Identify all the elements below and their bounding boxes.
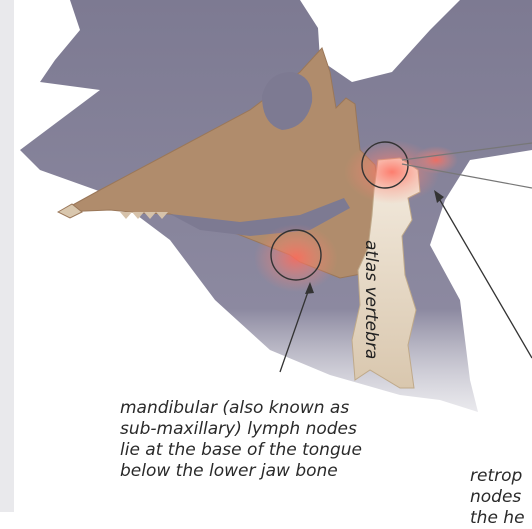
mandibular-node-glow	[254, 224, 338, 292]
retropharyngeal-caption: retrop nodes the he	[470, 466, 525, 529]
left-page-strip	[0, 0, 14, 512]
mandibular-caption: mandibular (also known as sub-maxillary)…	[120, 398, 362, 482]
atlas-vertebra-label: atlas vertebra	[361, 240, 381, 359]
